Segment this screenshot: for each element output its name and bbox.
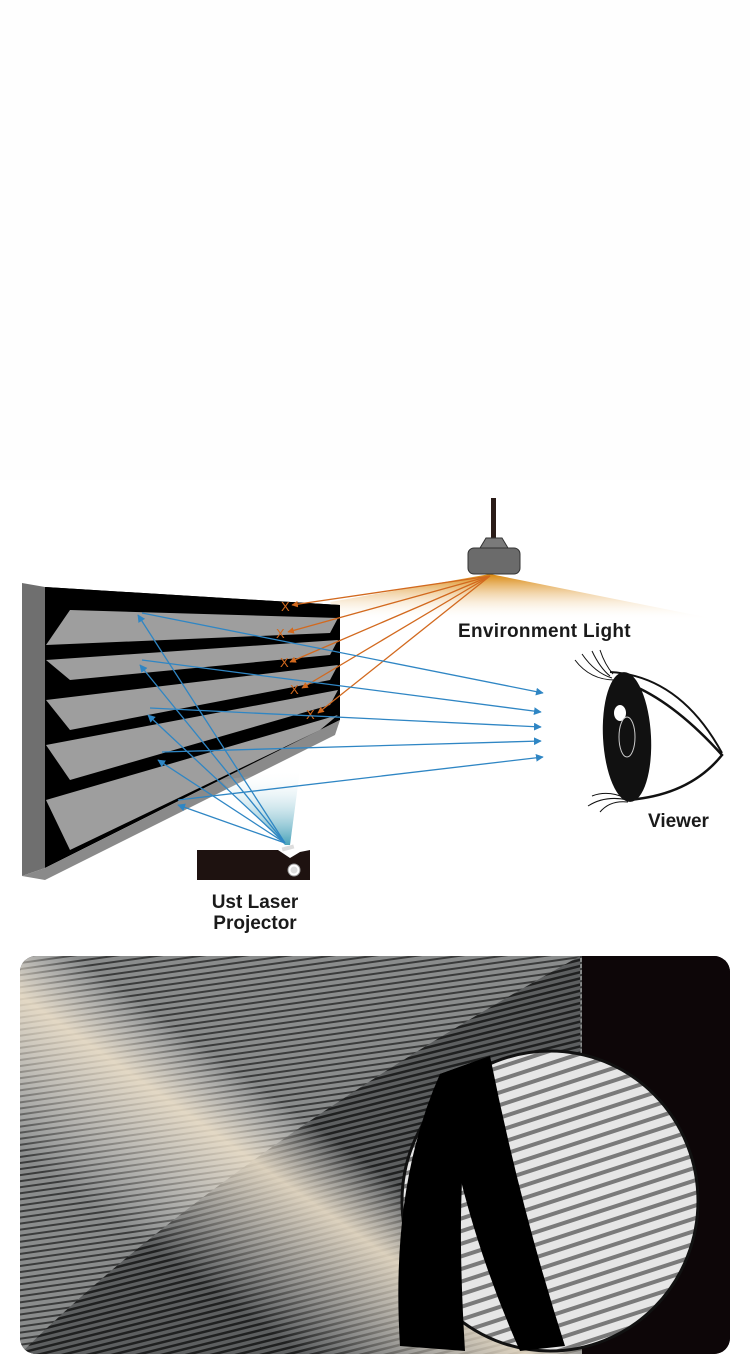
- magnified-inset: [398, 1049, 700, 1353]
- blocked-x-marker: X: [281, 599, 290, 614]
- blocked-x-marker: X: [276, 626, 285, 641]
- screen-closeup-photo: [20, 956, 730, 1354]
- alr-screen-diagram: X X X X X: [22, 498, 724, 880]
- blocked-x-marker: X: [290, 682, 299, 697]
- blocked-x-marker: X: [280, 655, 289, 670]
- ambient-light-cone: [330, 574, 720, 620]
- ust-projector-icon: [197, 844, 310, 880]
- blank-area: [0, 0, 750, 480]
- blocked-markers: X X X X X: [276, 599, 315, 722]
- ceiling-lamp-icon: [467, 498, 521, 575]
- projector-label-line1: Ust Laser: [211, 892, 299, 913]
- blocked-x-marker: X: [306, 707, 315, 722]
- viewer-label: Viewer: [648, 811, 709, 832]
- projector-label: Ust Laser Projector: [190, 892, 320, 935]
- projector-rays: [137, 612, 544, 844]
- environment-light-label: Environment Light: [458, 621, 631, 642]
- viewer-eye-icon: [574, 649, 724, 813]
- alr-screen-wall: [22, 583, 340, 880]
- projector-label-line2: Projector: [213, 912, 297, 934]
- ambient-rays: [287, 575, 491, 714]
